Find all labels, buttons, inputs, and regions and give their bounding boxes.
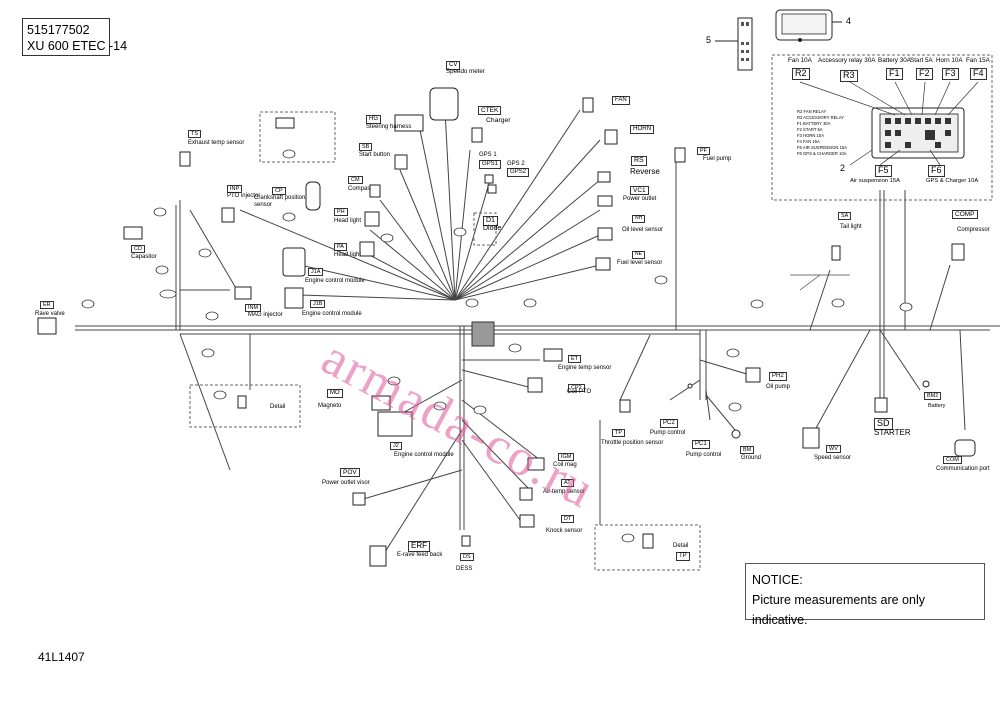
detail-boxes [189,54,993,571]
harness-lines [75,109,1000,561]
harness-hub [471,321,495,347]
notice-title: NOTICE: [752,573,803,587]
drawing-code: 41L1407 [38,650,85,664]
relay-module [775,9,842,42]
fuse-block [799,81,979,166]
part-number: 515177502 [27,23,90,37]
fuse-connector [715,17,753,71]
model-name: XU 600 ETEC -14 [27,39,128,53]
connectors [37,87,976,567]
notice-text: Picture measurements are only indicative… [752,593,925,627]
reference-bubbles [81,149,913,543]
title-box: 515177502 XU 600 ETEC -14 [22,18,128,56]
notice-box: NOTICE: Picture measurements are only in… [745,563,985,627]
